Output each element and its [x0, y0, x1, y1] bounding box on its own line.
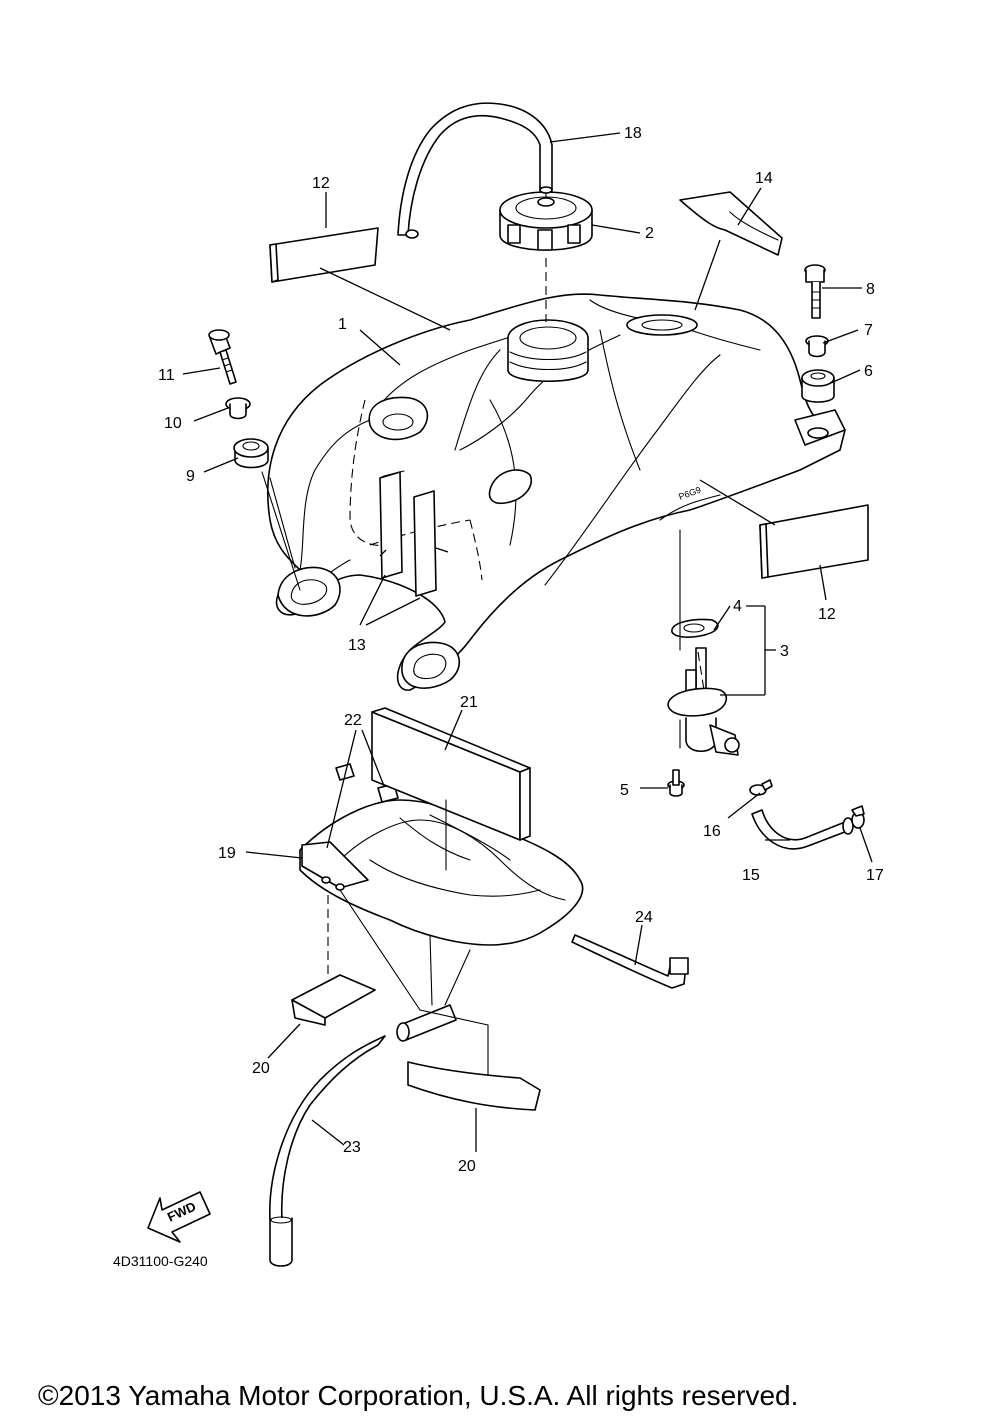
damper-9 [233, 438, 269, 469]
label-part-18: 18 [624, 125, 642, 142]
tank-cover-plate [679, 191, 783, 256]
label-part-9: 9 [186, 468, 195, 485]
label-part-15: 15 [742, 867, 760, 884]
label-part-10: 10 [164, 415, 182, 432]
collar-10 [225, 397, 251, 420]
label-part-3: 3 [780, 643, 789, 660]
label-part-13: 13 [348, 637, 366, 654]
copyright-notice: ©2013 Yamaha Motor Corporation, U.S.A. A… [38, 1380, 798, 1411]
damper-pad-12b [759, 504, 869, 579]
breather-hose [397, 102, 553, 239]
hose-clip-17 [851, 805, 865, 829]
label-part-22: 22 [344, 712, 362, 729]
assembly-guides [261, 471, 681, 1076]
fuel-cock-gasket-4 [671, 618, 719, 638]
label-part-23: 23 [343, 1139, 361, 1156]
bolt-8 [804, 264, 826, 319]
pad-20b [407, 1061, 541, 1111]
label-part-12b: 12 [818, 606, 836, 623]
label-part-20a: 20 [252, 1060, 270, 1077]
label-part-6: 6 [864, 363, 873, 380]
label-part-5: 5 [620, 782, 629, 799]
label-part-14: 14 [755, 170, 773, 187]
label-part-21: 21 [460, 694, 478, 711]
damper-pad-12a [269, 227, 379, 283]
tank-bracket-19 [299, 799, 584, 946]
pad-20a [291, 974, 376, 1026]
cable-tie-24 [571, 934, 689, 989]
bolt-11 [208, 329, 237, 385]
drain-hose-23 [269, 1035, 386, 1267]
label-part-16: 16 [703, 823, 721, 840]
label-part-19: 19 [218, 845, 236, 862]
label-part-20b: 20 [458, 1158, 476, 1175]
label-part-4: 4 [733, 598, 742, 615]
foam-seal-21 [371, 707, 531, 841]
rubber-block-22 [335, 763, 399, 803]
callout-lines [182, 132, 873, 1152]
label-part-8: 8 [866, 281, 875, 298]
collar-7 [805, 335, 829, 358]
diagram-code: 4D31100-G240 [113, 1253, 208, 1269]
fuel-tank: P6G9 [267, 293, 846, 691]
label-part-17: 17 [866, 867, 884, 884]
label-part-7: 7 [864, 322, 873, 339]
label-part-12a: 12 [312, 175, 330, 192]
fuel-hose-15 [751, 809, 854, 850]
damper-6 [801, 369, 835, 403]
tube-stub [396, 934, 471, 1042]
hose-clip-16 [749, 779, 773, 796]
damper-strips-13 [379, 470, 437, 597]
screw-5 [667, 769, 685, 797]
label-part-2: 2 [645, 225, 654, 242]
label-part-11: 11 [158, 367, 175, 384]
label-part-24: 24 [635, 909, 653, 926]
label-part-1: 1 [338, 316, 347, 333]
fwd-arrow-icon: FWD [147, 1191, 211, 1243]
part-labels: 18 2 12 14 8 1 7 6 11 10 9 12 4 13 3 21 … [158, 125, 884, 1175]
fuel-cock-3 [667, 647, 740, 756]
